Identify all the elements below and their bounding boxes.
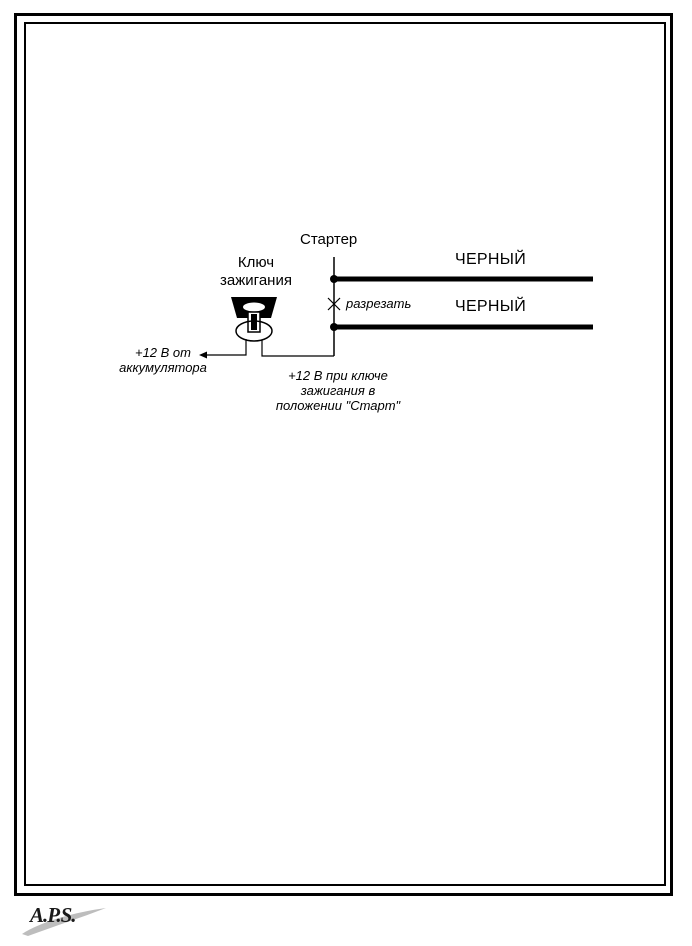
cut-label: разрезать xyxy=(346,296,412,311)
junction-dot-top xyxy=(330,275,338,283)
black-wire-top-label: ЧЕРНЫЙ xyxy=(455,251,527,268)
start-position-label-line-1: +12 В при ключе xyxy=(288,368,388,383)
junction-dot-bottom xyxy=(330,323,338,331)
start-position-label-line-3: положении "Старт" xyxy=(275,398,401,413)
battery-label-line-2: аккумулятора xyxy=(119,360,207,375)
page-border-outer xyxy=(14,13,673,896)
start-position-label: +12 В при ключе зажигания в положении "С… xyxy=(268,368,408,413)
battery-label: +12 В от аккумулятора xyxy=(110,345,216,375)
battery-arrow-icon xyxy=(199,351,207,359)
ignition-label-line-1: Ключ xyxy=(237,254,275,271)
battery-wire xyxy=(205,339,247,356)
start-position-wire xyxy=(261,340,334,357)
aps-logo-text: A.P.S. xyxy=(30,903,77,927)
start-position-label-line-2: зажигания в xyxy=(300,383,376,398)
cut-mark-icon xyxy=(327,297,341,311)
aps-logo xyxy=(22,908,106,936)
page-border-inner xyxy=(24,22,666,886)
black-wire-bottom-label: ЧЕРНЫЙ xyxy=(455,298,527,315)
ignition-label: Ключ зажигания xyxy=(214,254,298,290)
starter-label: Стартер xyxy=(300,231,358,248)
ignition-label-line-2: зажигания xyxy=(220,272,292,289)
battery-label-line-1: +12 В от xyxy=(134,345,191,360)
ignition-switch-icon xyxy=(231,297,277,342)
